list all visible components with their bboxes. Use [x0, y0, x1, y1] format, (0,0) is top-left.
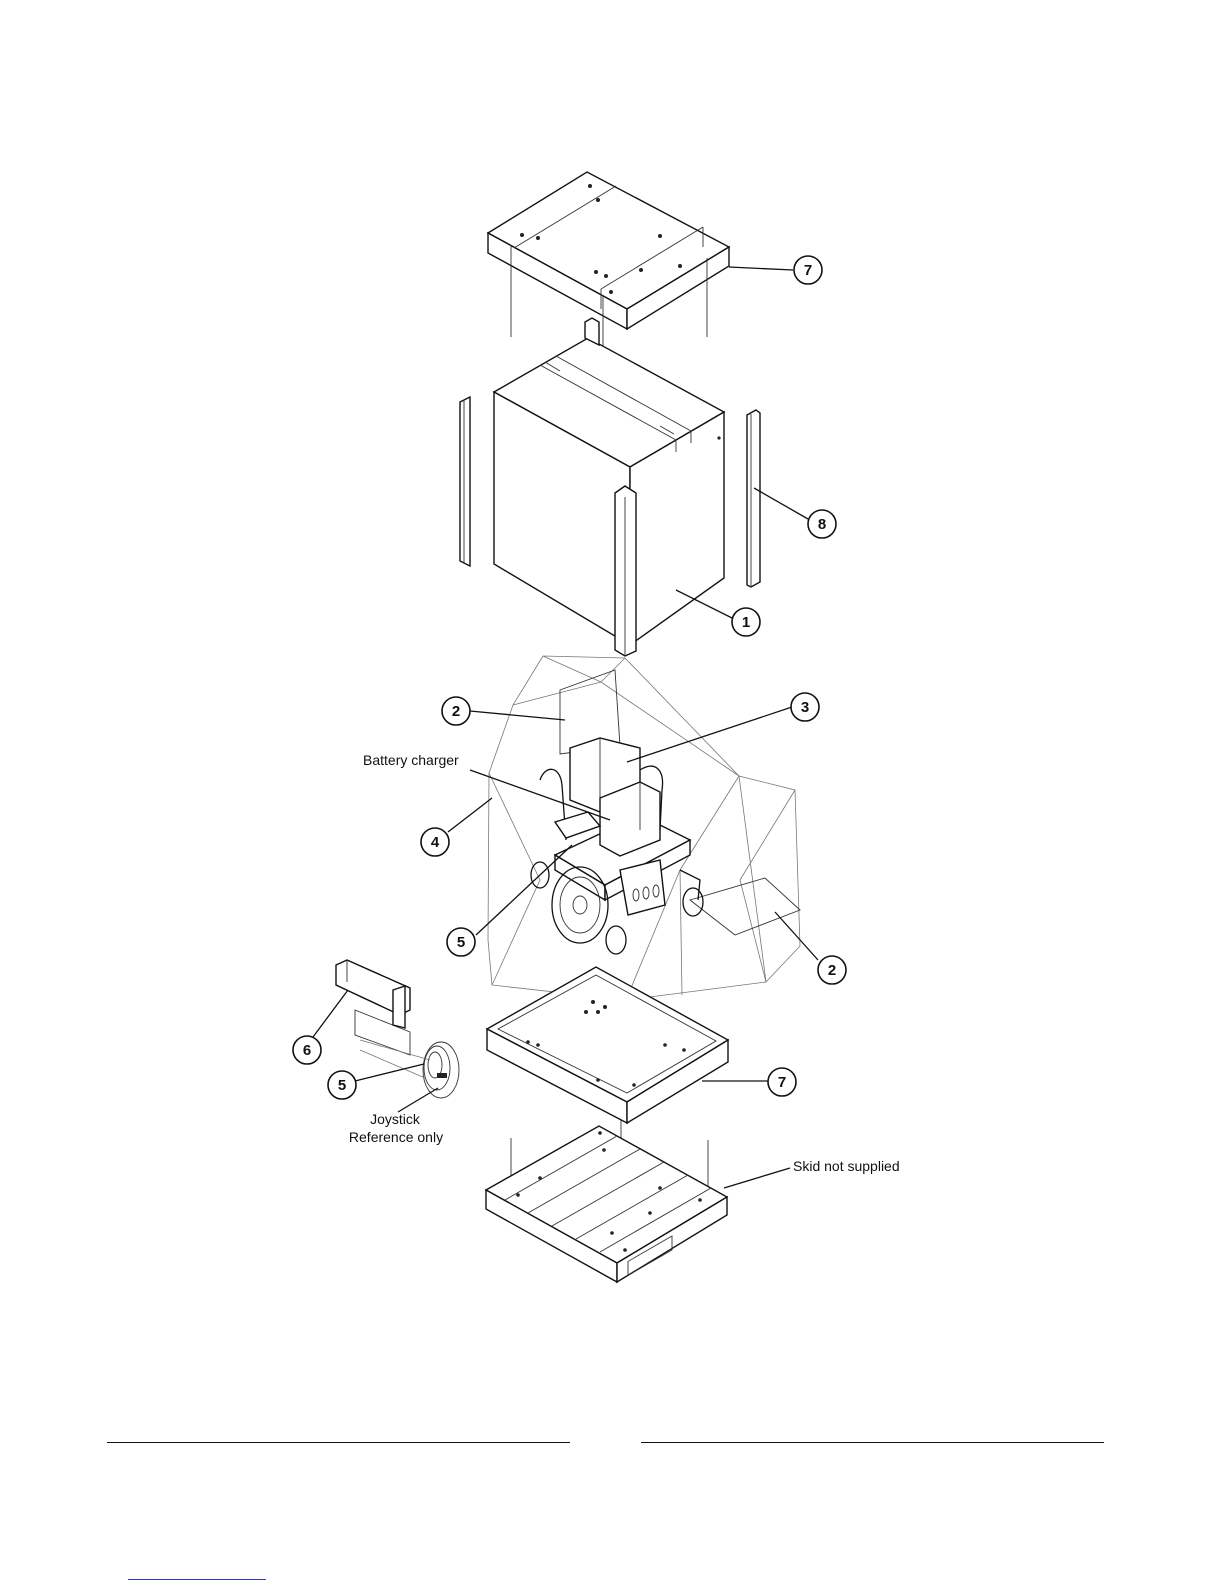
callout-5-chair: 5 [447, 928, 475, 956]
callout-4: 4 [421, 828, 449, 856]
svg-text:1: 1 [742, 614, 750, 631]
wheelchair-illustration [531, 738, 703, 954]
svg-text:5: 5 [457, 934, 465, 951]
svg-text:5: 5 [338, 1077, 346, 1094]
svg-text:4: 4 [431, 834, 440, 851]
callout-7-top: 7 [794, 256, 822, 284]
callout-3: 3 [791, 693, 819, 721]
bottom-tray [487, 967, 728, 1123]
callout-5-joystick: 5 [328, 1071, 356, 1099]
skid-pallet [486, 1126, 727, 1282]
label-skid-not-supplied: Skid not supplied [793, 1158, 900, 1174]
carton [494, 318, 724, 645]
svg-text:2: 2 [828, 962, 836, 979]
svg-text:3: 3 [801, 699, 809, 716]
callout-1: 1 [732, 608, 760, 636]
svg-text:7: 7 [778, 1074, 786, 1091]
footer-rule-right [641, 1442, 1104, 1443]
label-battery-charger: Battery charger [363, 752, 459, 768]
svg-text:6: 6 [303, 1042, 311, 1059]
svg-text:2: 2 [452, 703, 460, 720]
top-cap [488, 172, 729, 329]
label-joystick: Joystick [370, 1111, 421, 1127]
footer-rule-left [107, 1442, 570, 1443]
callout-6: 6 [293, 1036, 321, 1064]
svg-text:7: 7 [804, 262, 812, 279]
callout-2-upper: 2 [442, 697, 470, 725]
bottom-link-underline[interactable] [128, 1579, 266, 1580]
svg-text:8: 8 [818, 516, 826, 533]
callout-2-lower: 2 [818, 956, 846, 984]
label-reference-only: Reference only [349, 1129, 443, 1145]
callout-8: 8 [808, 510, 836, 538]
callout-7-bottom: 7 [768, 1068, 796, 1096]
